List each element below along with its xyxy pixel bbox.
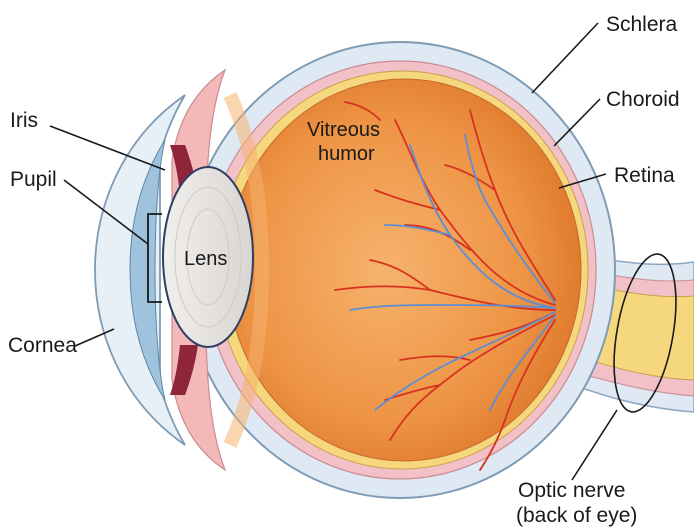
- vitreous-label-line2: humor: [318, 143, 375, 165]
- retina-label: Retina: [614, 164, 675, 187]
- lens-label: Lens: [184, 248, 227, 270]
- schlera-label: Schlera: [606, 13, 678, 36]
- cornea-label: Cornea: [8, 334, 77, 357]
- vitreous-humor: [227, 79, 581, 461]
- vitreous-label-line1: Vitreous: [307, 119, 380, 141]
- optic-label-line2: (back of eye): [516, 504, 637, 527]
- pupil-label: Pupil: [10, 168, 57, 191]
- schlera-leader: [532, 23, 598, 93]
- choroid-label: Choroid: [606, 88, 680, 111]
- optic-label-line1: Optic nerve: [518, 479, 625, 502]
- iris-label: Iris: [10, 109, 38, 132]
- optic-leader: [572, 410, 617, 480]
